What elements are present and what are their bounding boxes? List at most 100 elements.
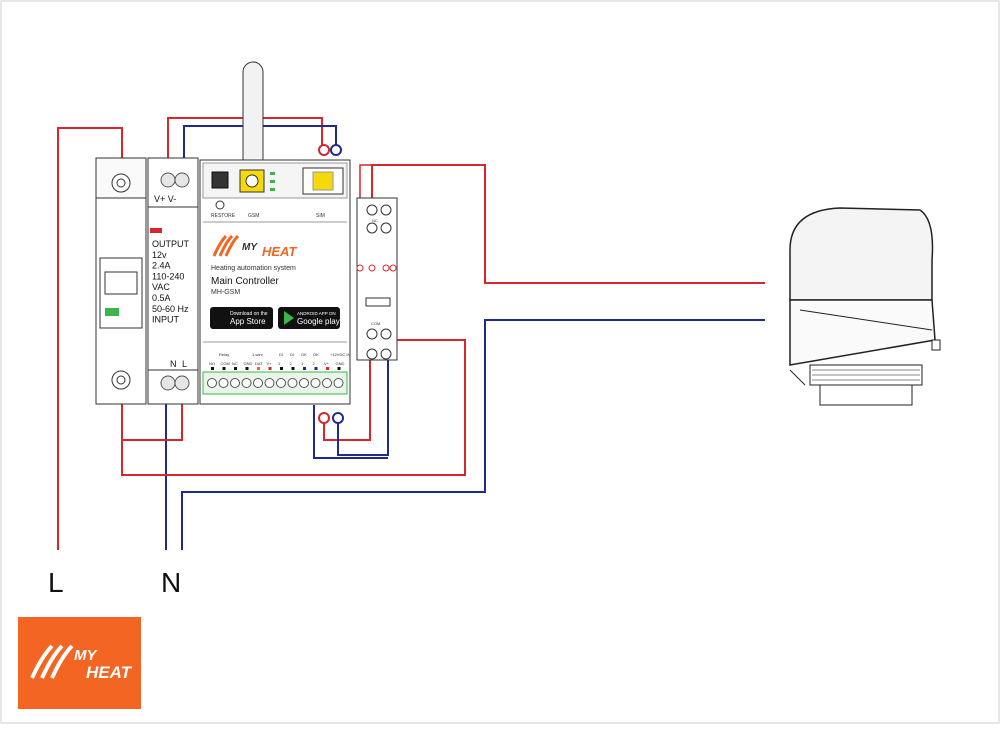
controller-group-label: OK [301, 352, 307, 357]
pin-marker [280, 367, 283, 370]
led-3 [270, 188, 275, 191]
terminal-screws [207, 378, 344, 388]
sim-label: SIM [316, 213, 325, 219]
psu-spec-line: INPUT [152, 315, 180, 325]
pin-marker [268, 367, 272, 370]
pin-marker [245, 367, 249, 370]
controller-pin-label: 1 [301, 361, 304, 366]
controller-pin-label: 1 [278, 361, 281, 366]
neutral-label: N [161, 567, 181, 598]
logo-heat: HEAT [86, 663, 133, 682]
controller-pin-label: 2 [313, 361, 316, 366]
wire-breaker-psu [121, 400, 183, 441]
controller-brand-heat: HEAT [262, 244, 297, 259]
app-store-line2: App Store [230, 317, 266, 326]
wire-relay-actuator [371, 164, 765, 284]
main-controller: RESTORE GSM SIM MY HEAT Heating automati… [199, 61, 351, 405]
psu-spec-line: 110-240 [152, 271, 184, 281]
terminal-screw [264, 378, 275, 388]
wire-ctrl-blue-left [313, 405, 388, 459]
terminal-screw [276, 378, 286, 388]
psu-terminals-top: V+ V- [154, 194, 176, 204]
pin-marker [222, 367, 226, 370]
gsm-label: GSM [248, 213, 259, 219]
app-store-line1: Download on the [230, 311, 268, 317]
pin-marker [337, 367, 341, 370]
terminal-screw [230, 378, 240, 388]
google-play-badge[interactable] [278, 307, 340, 329]
controller-group-label: DI [279, 352, 283, 357]
terminal-screw [241, 378, 252, 388]
controller-pin-label: V+ [267, 361, 273, 366]
line-label: L [48, 567, 64, 598]
terminal-screw [287, 378, 298, 388]
controller-title: Main Controller [211, 276, 279, 287]
breaker-status-indicator [105, 308, 119, 316]
led-1 [270, 172, 275, 175]
terminal-screw [322, 378, 332, 388]
psu-n-label: N [170, 359, 177, 369]
psu-spec-line: 12v [152, 250, 167, 260]
controller-pin-label: V+ [324, 361, 330, 366]
controller-brand-logo: MY HEAT [212, 234, 297, 259]
controller-power-connector [318, 144, 342, 156]
pin-marker [211, 367, 214, 370]
psu-output-indicator [150, 228, 162, 233]
terminal-block [202, 371, 348, 395]
psu-l-label: L [182, 359, 187, 369]
relay-nc-label: NC [372, 218, 378, 223]
controller-group-label: OK [313, 352, 319, 357]
app-store-badge[interactable] [210, 307, 273, 329]
controller-pin-label: 2 [290, 361, 293, 366]
pin-marker [257, 367, 260, 370]
wire-l-main [57, 127, 123, 550]
pin-marker [314, 367, 318, 370]
led-2 [270, 180, 275, 183]
pin-marker [234, 367, 237, 370]
terminal-screw [218, 378, 229, 388]
psu-spec-line: 50-60 Hz [152, 304, 189, 314]
controller-group-label: Relay [219, 352, 229, 357]
wire-n-actuator [181, 319, 765, 550]
pin-marker [291, 367, 295, 370]
controller-pin-label: NO [209, 361, 215, 366]
gsm-antenna [242, 61, 264, 177]
controller-pin-label: GND [244, 361, 253, 366]
controller-brand-my: MY [242, 242, 258, 253]
google-play-line2: Google play [297, 317, 340, 326]
controller-pin-label: COM [221, 361, 230, 366]
controller-pin-label: DAT [255, 361, 263, 366]
controller-pin-label: GND [336, 361, 345, 366]
pin-marker [326, 367, 329, 370]
terminal-screw [333, 378, 344, 388]
controller-group-label: 1-wire [252, 352, 264, 357]
restore-button [211, 171, 229, 189]
psu-spec-line: 0.5A [152, 293, 171, 303]
terminal-screw [207, 378, 217, 388]
myheat-logo: MY HEAT [18, 617, 141, 709]
relay-com-label: COM [371, 321, 380, 326]
controller-pin-label: NC [232, 361, 238, 366]
logo-my: MY [74, 647, 98, 664]
circuit-breaker [95, 157, 147, 405]
relay-module: NC COM [356, 197, 398, 361]
thermal-actuator [789, 207, 941, 406]
terminal-screw [253, 378, 263, 388]
controller-group-label: +12VDC IN [330, 352, 350, 357]
controller-model: MH-GSM [211, 289, 240, 296]
google-play-line1: ANDROID APP ON [297, 311, 336, 316]
psu-spec-line: VAC [152, 282, 170, 292]
controller-bottom-connector [318, 412, 344, 424]
restore-label: RESTORE [211, 213, 236, 219]
pin-marker [303, 367, 306, 370]
terminal-screw [310, 378, 321, 388]
controller-group-label: DI [290, 352, 294, 357]
psu-spec-line: 2.4A [152, 261, 171, 271]
psu-spec-line: OUTPUT [152, 239, 190, 249]
